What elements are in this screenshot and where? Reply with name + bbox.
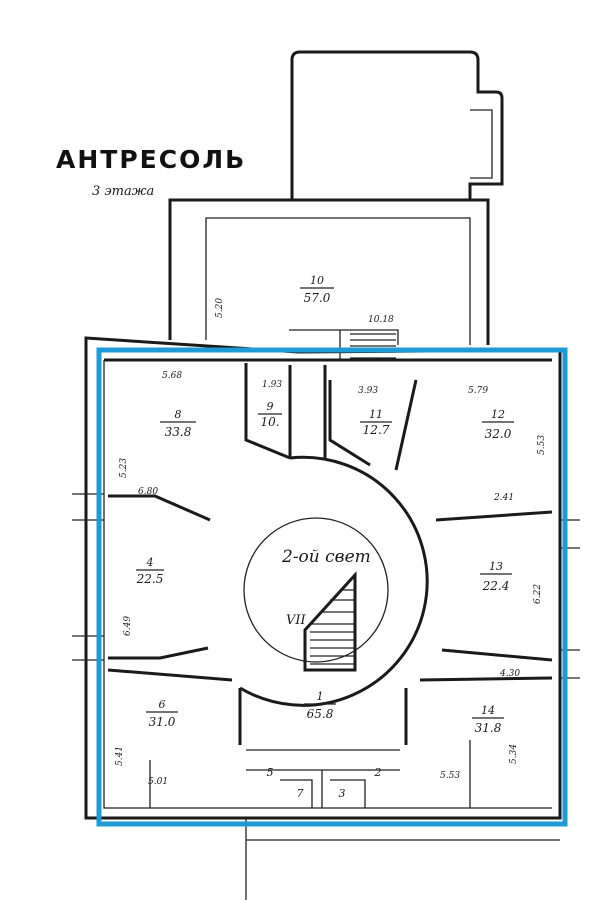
dimension-label: 5.41 [115, 746, 125, 766]
room-14-number: 14 [481, 704, 495, 717]
room-12-area: 32.0 [485, 427, 512, 441]
room-7-number: 7 [297, 787, 304, 800]
room-13-number: 13 [489, 560, 503, 573]
plan-title: АНТРЕСОЛЬ [56, 145, 246, 174]
room-11-area: 12.7 [363, 423, 390, 437]
room-2-number: 2 [374, 766, 382, 779]
highlight-frame [96, 347, 568, 827]
stair: VII [286, 571, 357, 672]
dimension-label: 5.34 [509, 744, 519, 764]
dimension-label: 5.20 [215, 298, 225, 318]
room-6-area: 31.0 [149, 715, 176, 729]
dimension-label: 4.30 [499, 669, 520, 679]
dimension-label: 3.93 [358, 386, 378, 396]
room-5-number: 5 [267, 766, 274, 779]
dimension-label: 10.18 [368, 315, 394, 325]
room-8-number: 8 [175, 408, 182, 421]
room-6-number: 6 [159, 698, 166, 711]
room-12-number: 12 [491, 408, 505, 421]
second-light-label: 2-ой свет [281, 547, 371, 567]
room-13-area: 22.4 [482, 579, 510, 593]
upper-annex [290, 50, 504, 202]
dimension-label: 6.22 [533, 584, 543, 604]
room-9-number: 9 [267, 400, 274, 413]
room-1-number: 1 [317, 690, 324, 703]
dimension-label: 5.23 [119, 458, 129, 478]
room-10-block [168, 198, 490, 360]
room-4-area: 22.5 [136, 572, 164, 586]
circular-hall [238, 365, 429, 745]
dimension-label: 6.80 [138, 487, 158, 497]
dimension-label: 5.01 [148, 777, 168, 787]
dimension-label: 6.49 [123, 616, 133, 636]
room-9-area: 10. [260, 415, 279, 429]
room-14-area: 31.8 [475, 721, 502, 735]
room-labels: 10 57.0 8 33.8 9 10. 11 12.7 12 32.0 4 2… [136, 274, 514, 800]
room-11-number: 11 [369, 408, 383, 421]
room-1-area: 65.8 [307, 707, 334, 721]
stair-mark: VII [286, 613, 307, 628]
room-10-number: 10 [310, 274, 324, 287]
room-8-area: 33.8 [165, 425, 192, 439]
dimension-label: 5.68 [162, 371, 182, 381]
dimension-label: 5.53 [537, 435, 547, 455]
dimension-label: 2.41 [493, 493, 514, 503]
room-10-area: 57.0 [304, 291, 331, 305]
partitions [107, 363, 553, 808]
dimension-label: 5.79 [468, 386, 488, 396]
dimension-labels: 5.20 10.18 5.68 1.93 3.93 5.79 5.53 5.23… [115, 298, 547, 787]
plan-subtitle: 3 этажа [92, 184, 154, 199]
dimension-label: 1.93 [262, 380, 282, 390]
room-3-number: 3 [339, 787, 346, 800]
dimension-label: 5.53 [440, 771, 460, 781]
room-4-number: 4 [146, 556, 154, 569]
